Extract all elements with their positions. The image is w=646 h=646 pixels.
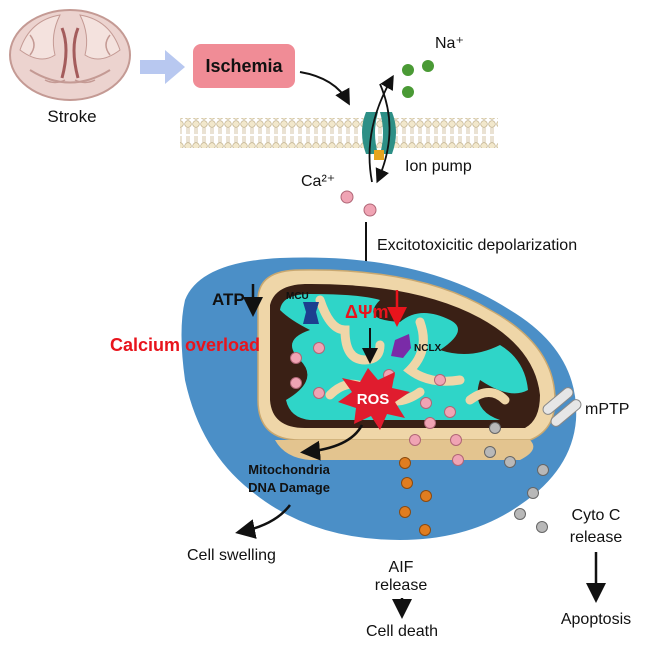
aif-dot xyxy=(419,524,431,536)
stroke-label: Stroke xyxy=(47,107,96,126)
mptp-channel-icon xyxy=(542,387,582,427)
ca-ion-dot xyxy=(409,434,421,446)
aif-dot xyxy=(399,506,411,518)
excitotoxicity-label: Excitotoxicitic depolarization xyxy=(377,237,577,254)
mptp-label: mPTP xyxy=(585,401,629,418)
mitochondrion xyxy=(257,269,556,460)
cytoc-dot xyxy=(504,456,516,468)
mcu-label: MCU xyxy=(286,291,309,302)
ca-ion-dot xyxy=(444,406,456,418)
ischemia-label: Ischemia xyxy=(205,56,283,76)
cytoc-dot xyxy=(527,487,539,499)
aif-dot xyxy=(420,490,432,502)
ca-ion-dot xyxy=(363,203,377,217)
cytoc-dot xyxy=(537,464,549,476)
mito-dna-damage-line2: DNA Damage xyxy=(248,480,330,495)
ros-to-dna-damage-arrow xyxy=(300,424,364,461)
ca-ion-label: Ca²⁺ xyxy=(301,173,335,190)
ca-ion-dot xyxy=(420,397,432,409)
cell-swelling-label: Cell swelling xyxy=(187,547,276,564)
aif-dot xyxy=(399,457,411,469)
cytoc-dot xyxy=(536,521,548,533)
atp-label: ATP xyxy=(212,290,245,309)
delta-psi-m-label: ΔΨm xyxy=(345,302,389,322)
ca-ion-dot xyxy=(313,387,325,399)
mito-dna-damage-line1: Mitochondria xyxy=(248,462,330,477)
ca-ion-dot xyxy=(424,417,436,429)
cytoc-dot xyxy=(514,508,526,520)
nclx-label: NCLX xyxy=(414,343,442,354)
ion-pump-label: Ion pump xyxy=(405,158,472,175)
stroke-to-ischemia-arrow xyxy=(140,50,185,84)
calcium-overload-label: Calcium overload xyxy=(110,335,260,355)
cyto-c-release-line1: Cyto C xyxy=(572,507,621,524)
ca-ion-dot xyxy=(340,190,354,204)
cyto-c-release-line2: release xyxy=(570,529,623,546)
na-efflux-arrow xyxy=(368,74,394,183)
cytoc-dot xyxy=(484,446,496,458)
apoptosis-label: Apoptosis xyxy=(561,611,631,628)
na-ion-dot xyxy=(422,60,434,72)
ros-label: ROS xyxy=(357,391,390,408)
ca-ion-dot xyxy=(313,342,325,354)
na-ion-dot xyxy=(402,64,414,76)
ros-burst-icon xyxy=(338,368,410,430)
cell-membrane xyxy=(180,118,498,148)
ca-ion-dot xyxy=(450,434,462,446)
ca-ion-dot xyxy=(434,374,446,386)
cytoc-dot xyxy=(489,422,501,434)
mcu-channel-icon xyxy=(303,302,319,324)
ischemia-to-pump-arrow xyxy=(299,71,350,106)
ca-ion-dot xyxy=(290,352,302,364)
ca-influx-arrow xyxy=(375,83,391,184)
cell-death-label: Cell death xyxy=(366,623,438,640)
ca-ion-dot xyxy=(452,454,464,466)
dna-damage-to-swelling-arrow xyxy=(235,504,291,539)
na-ion-label: Na⁺ xyxy=(435,35,464,52)
ischemia-box xyxy=(193,44,295,88)
aif-release-line2: release xyxy=(375,577,428,594)
ca-ion-dot xyxy=(290,377,302,389)
na-ion-dot xyxy=(402,86,414,98)
brain-icon xyxy=(9,9,131,101)
nclx-channel-icon xyxy=(391,334,411,358)
aif-release-line1: AIF xyxy=(389,559,414,576)
aif-dot xyxy=(401,477,413,489)
